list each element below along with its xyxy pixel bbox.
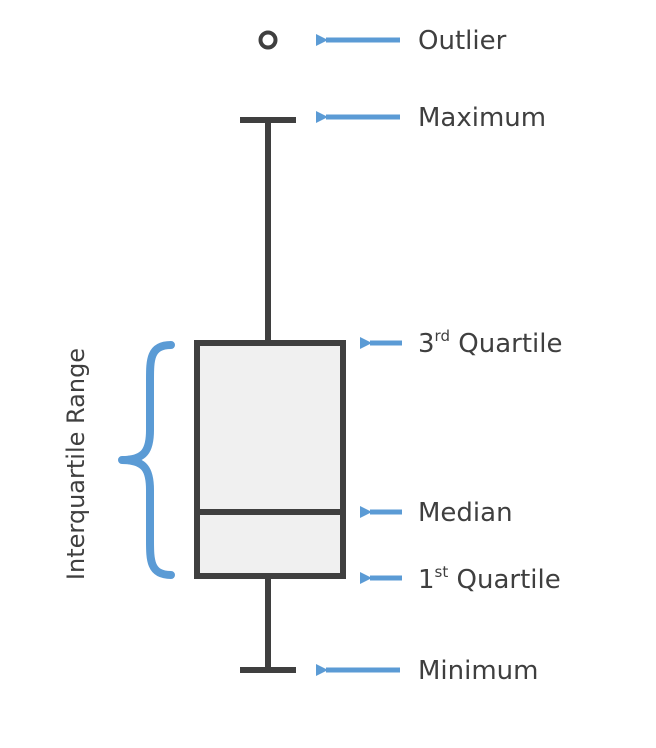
first-quartile-number: 1 <box>418 565 435 595</box>
first-quartile-label: 1st Quartile <box>418 563 561 595</box>
interquartile-range-label: Interquartile Range <box>62 348 90 580</box>
interquartile-box <box>194 340 346 579</box>
first-quartile-suffix: st <box>435 563 449 581</box>
third-quartile-suffix: rd <box>435 327 450 345</box>
interquartile-brace <box>118 341 175 579</box>
first-quartile-text: Quartile <box>448 565 560 595</box>
outlier-point <box>258 30 278 50</box>
outlier-label: Outlier <box>418 26 507 56</box>
third-quartile-text: Quartile <box>450 329 562 359</box>
third-quartile-label: 3rd Quartile <box>418 327 562 359</box>
median-label: Median <box>418 498 513 528</box>
minimum-label: Minimum <box>418 656 539 686</box>
maximum-label: Maximum <box>418 103 546 133</box>
third-quartile-number: 3 <box>418 329 435 359</box>
